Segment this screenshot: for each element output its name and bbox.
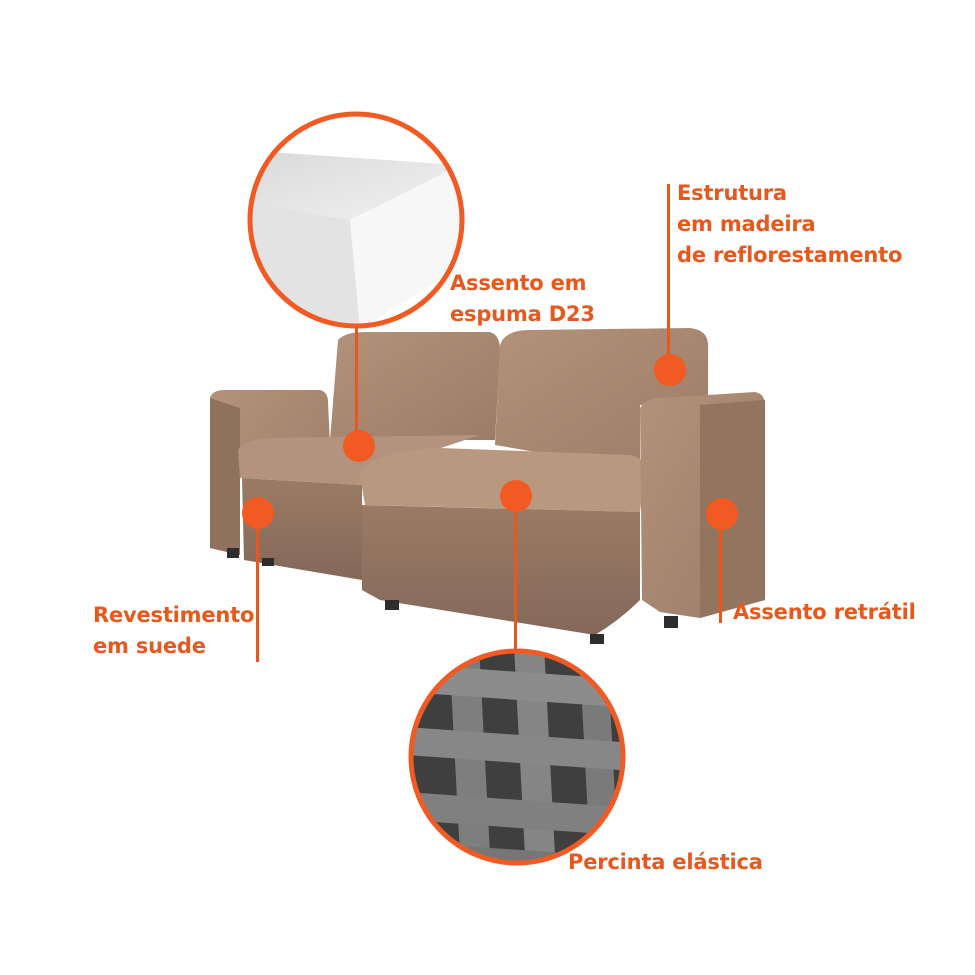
label-estrutura-line-3: de reflorestamento [677,243,903,267]
label-assento-retratil: Assento retrátil [733,600,916,624]
leader-line-estrutura [667,184,670,370]
leader-line-foam [355,326,358,446]
label-revestimento-line-2: em suede [93,634,206,658]
label-assento-espuma-line-1: Assento em [450,271,587,295]
leader-line-retratil [719,515,722,623]
label-estrutura: Estrutura em madeira de reflorestamento [677,178,902,271]
label-revestimento: Revestimento em suede [93,600,254,662]
leader-line-revestimento [256,510,259,662]
label-assento-espuma: Assento em espuma D23 [450,268,595,330]
hotspot-retratil [706,498,738,530]
label-percinta: Percinta elástica [568,850,763,874]
leader-line-percinta [514,495,517,651]
hotspot-foam [343,430,375,462]
label-assento-espuma-line-2: espuma D23 [450,302,595,326]
label-revestimento-line-1: Revestimento [93,603,255,627]
label-estrutura-line-1: Estrutura [677,181,787,205]
hotspot-percinta [500,480,532,512]
hotspot-revestimento [242,497,274,529]
hotspot-estrutura [654,354,686,386]
label-estrutura-line-2: em madeira [677,212,816,236]
